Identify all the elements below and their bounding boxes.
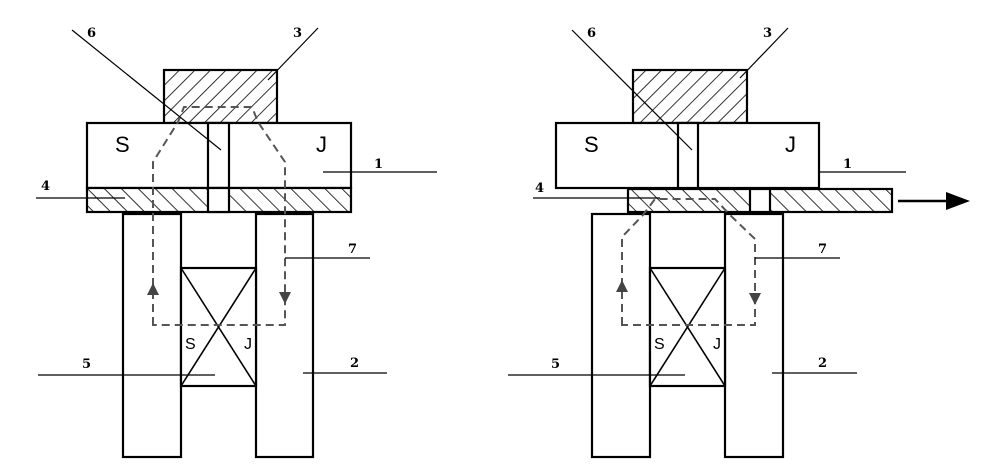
label-2: 2 bbox=[818, 356, 827, 371]
label-5: 5 bbox=[551, 357, 560, 372]
flux-arrow-up-icon bbox=[616, 280, 628, 292]
magnet-pole-left: S bbox=[584, 132, 599, 157]
figure-attached: S J S J 6 3 1 4 7 5 2 bbox=[36, 26, 437, 459]
motion-arrow-icon bbox=[898, 192, 970, 210]
armature-block-3 bbox=[631, 68, 749, 125]
label-3: 3 bbox=[763, 26, 772, 41]
plate-gap bbox=[748, 187, 772, 214]
label-3: 3 bbox=[293, 26, 302, 41]
label-4: 4 bbox=[41, 179, 50, 194]
coil-pole-right: J bbox=[244, 336, 252, 353]
label-7: 7 bbox=[818, 242, 827, 257]
label-7: 7 bbox=[348, 242, 357, 257]
coil-pole-left: S bbox=[654, 336, 665, 353]
coil-5 bbox=[648, 266, 727, 388]
core-leg-left-2 bbox=[121, 212, 183, 459]
magnet-gap-6 bbox=[676, 121, 700, 190]
plate-gap bbox=[206, 186, 231, 214]
label-1: 1 bbox=[843, 157, 852, 172]
magnet-pole-right: J bbox=[316, 132, 327, 157]
label-6: 6 bbox=[87, 26, 96, 41]
figure-shifted: S J S J 6 3 1 4 7 5 2 bbox=[508, 26, 970, 459]
coil-pole-right: J bbox=[713, 336, 721, 353]
coil-5 bbox=[179, 266, 258, 388]
label-5: 5 bbox=[82, 357, 91, 372]
flux-arrow-up-icon bbox=[147, 283, 159, 295]
label-1: 1 bbox=[374, 157, 383, 172]
magnet-pole-left: S bbox=[115, 132, 130, 157]
coil-pole-left: S bbox=[185, 336, 196, 353]
magnet-pole-right: J bbox=[785, 132, 796, 157]
label-4: 4 bbox=[535, 181, 544, 196]
core-leg-left-2 bbox=[590, 212, 652, 459]
flux-arrow-down-icon bbox=[749, 293, 761, 305]
flux-arrow-down-icon bbox=[279, 292, 291, 304]
magnet-gap-6 bbox=[206, 121, 231, 190]
label-2: 2 bbox=[350, 356, 359, 371]
label-6: 6 bbox=[587, 26, 596, 41]
armature-block-3 bbox=[162, 68, 279, 125]
